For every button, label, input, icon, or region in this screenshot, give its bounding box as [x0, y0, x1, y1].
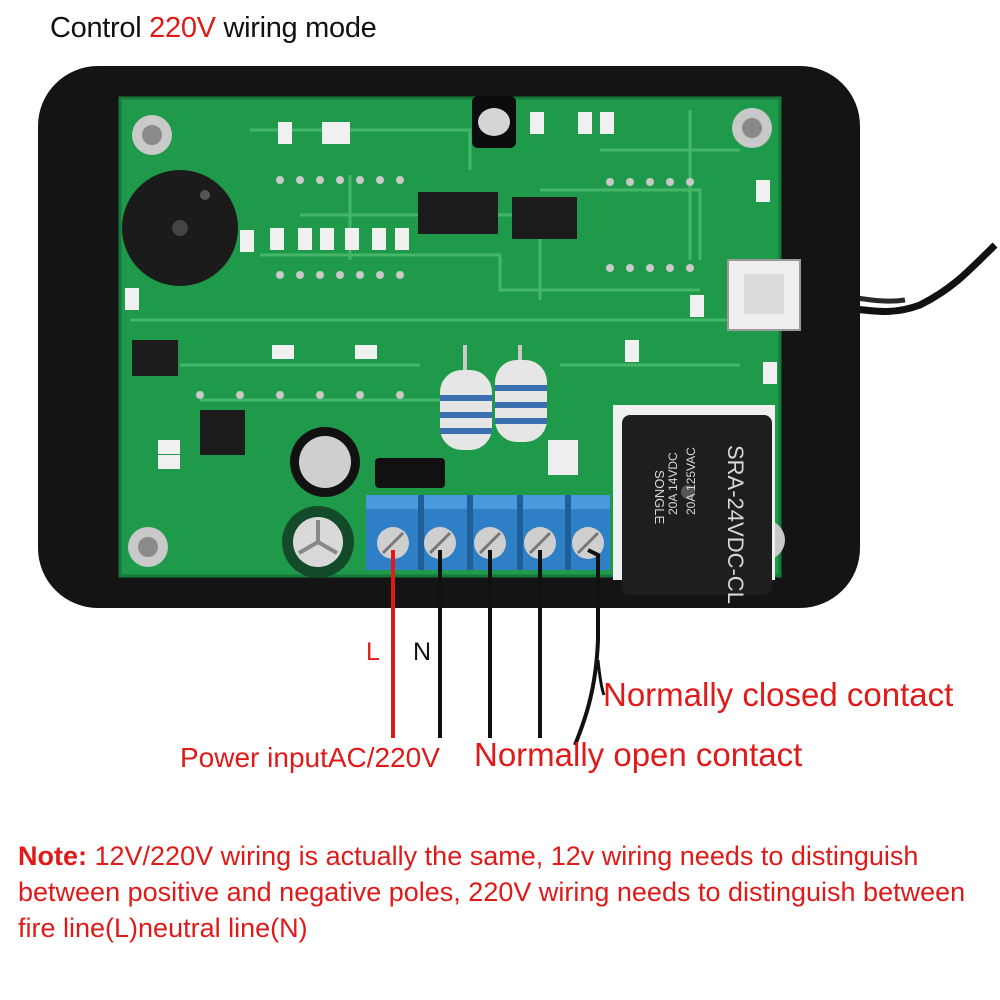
title-suffix: wiring mode	[215, 12, 377, 44]
relay: SRA-24VDC-CL SONGLE 20A 14VDC 20A 125VAC	[613, 405, 775, 604]
buzzer	[122, 170, 238, 286]
note-body: 12V/220V wiring is actually the same, 12…	[18, 841, 966, 943]
relay-rating-2: 20A 125VAC	[684, 447, 698, 515]
top-capacitor	[472, 96, 516, 148]
resistors	[440, 345, 547, 450]
header-pins	[196, 176, 694, 399]
note-heading: Note:	[18, 841, 87, 871]
ic-chips	[132, 192, 577, 455]
wire-normally-closed	[596, 659, 606, 696]
terminal-block	[366, 495, 610, 570]
normally-open-label: Normally open contact	[474, 736, 803, 773]
title-voltage: 220V	[149, 12, 216, 44]
sensor-connector	[727, 259, 801, 331]
live-terminal-label: L	[366, 638, 380, 666]
relay-brand: SONGLE	[652, 470, 667, 525]
title-prefix: Control	[50, 12, 150, 44]
jumper	[375, 458, 445, 488]
wire-normally-open	[573, 548, 600, 746]
wiring-note: Note: 12V/220V wiring is actually the sa…	[18, 838, 983, 946]
relay-rating-1: 20A 14VDC	[666, 452, 680, 515]
smd-components	[125, 112, 777, 469]
filter-capacitors	[282, 427, 360, 578]
wires	[391, 548, 606, 746]
normally-closed-label: Normally closed contact	[603, 676, 954, 713]
neutral-terminal-label: N	[413, 638, 432, 666]
power-input-label: Power inputAC/220V	[180, 742, 440, 773]
page-title: Control 220V wiring mode	[50, 12, 377, 45]
relay-model: SRA-24VDC-CL	[723, 445, 748, 604]
pcb-traces	[130, 110, 740, 402]
